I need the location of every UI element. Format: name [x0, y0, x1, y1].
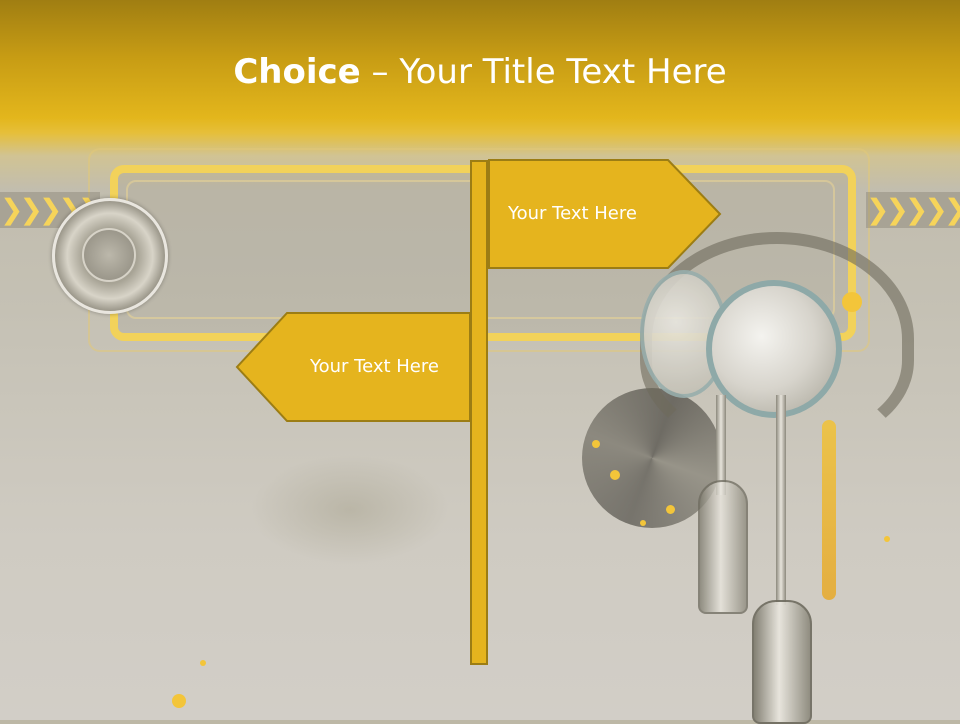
arrow-right-shape [488, 159, 722, 269]
sign-arrow-right[interactable]: Your Text Here [488, 159, 722, 269]
title-text: – Your Title Text Here [360, 52, 727, 92]
title-emphasis: Choice [233, 52, 361, 92]
paint-splash [640, 520, 646, 526]
paint-splash [842, 292, 862, 312]
arrow-left-shape [235, 312, 471, 422]
slide-title: Choice – Your Title Text Here [0, 52, 960, 92]
sign-arrow-left[interactable]: Your Text Here [235, 312, 471, 422]
paint-splash [666, 505, 675, 514]
mic-stand [716, 395, 726, 495]
paint-splash [592, 440, 600, 448]
signpost-pole [470, 160, 488, 665]
paint-drip [822, 420, 836, 600]
mic-stand [776, 395, 786, 605]
speaker-cone [82, 228, 136, 282]
paint-splash [172, 694, 186, 708]
microphone-icon [752, 600, 812, 724]
paint-splash [884, 536, 890, 542]
headphones-icon [706, 280, 842, 418]
paint-splash [610, 470, 620, 480]
microphone-icon [698, 480, 748, 614]
title-banner [0, 0, 960, 190]
chevron-band-right-icon: ❯❯❯❯❯❯ [866, 192, 960, 228]
paint-splash [200, 660, 206, 666]
floral-flourish [250, 455, 450, 565]
sign-label: Your Text Here [310, 356, 439, 377]
sign-label: Your Text Here [508, 203, 637, 224]
